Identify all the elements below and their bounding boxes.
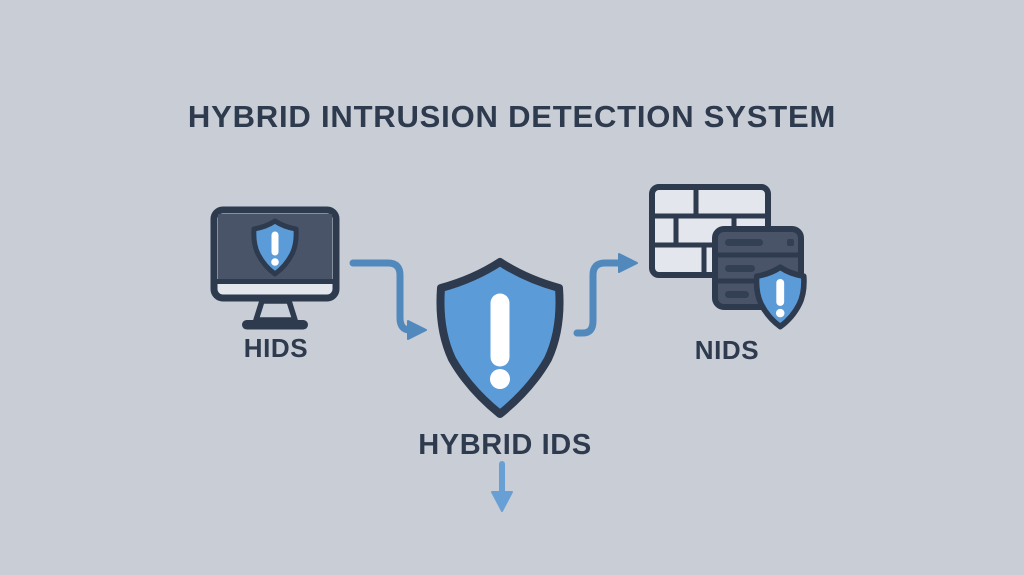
hybrid-ids-node <box>424 257 576 422</box>
arrow-hids-to-hybrid <box>349 259 427 340</box>
large-alert-shield-icon <box>436 258 564 418</box>
nids-node <box>648 183 812 333</box>
down-arrow-icon <box>491 461 513 512</box>
hids-label: HIDS <box>243 333 309 363</box>
firewall-server-shield-icon <box>649 184 807 330</box>
exclamation-dot <box>490 369 510 389</box>
server-led-icon <box>787 239 794 246</box>
hybrid-ids-label: HYBRID IDS <box>418 429 592 461</box>
monitor-shield-icon <box>210 206 340 330</box>
monitor-base <box>242 320 308 330</box>
arrow-hybrid-to-nids <box>573 253 638 337</box>
alert-shield-icon <box>251 218 299 277</box>
alert-shield-icon <box>753 264 807 330</box>
arrowhead-icon <box>618 253 638 273</box>
arrowhead-icon <box>407 320 427 340</box>
page-title: HYBRID INTRUSION DETECTION SYSTEM <box>187 99 837 134</box>
monitor-stand <box>253 298 298 323</box>
hids-node <box>210 206 340 333</box>
nids-label: NIDS <box>694 335 760 365</box>
